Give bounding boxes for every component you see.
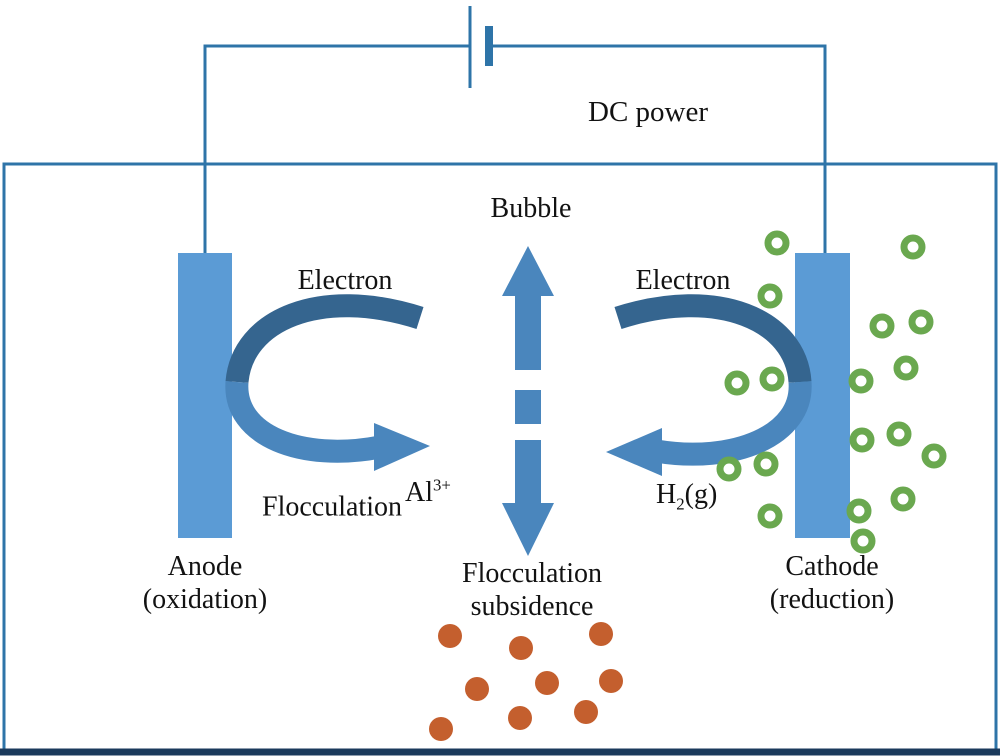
subsidence-line2: subsidence <box>470 591 594 623</box>
electron-arrow-right-lower <box>654 381 812 466</box>
anode-label: Anode (oxidation) <box>105 550 305 616</box>
gas-bubble <box>869 313 895 339</box>
floc-particle <box>509 636 533 660</box>
gas-bubble <box>848 368 874 394</box>
gas-bubble <box>900 234 926 260</box>
dc-power-label: DC power <box>588 96 709 128</box>
flocculation-subsidence-label: Flocculation subsidence <box>417 557 647 623</box>
gas-bubble <box>849 427 875 453</box>
h-symbol: H <box>656 479 677 510</box>
subsidence-down-arrow <box>502 440 554 556</box>
gas-bubble <box>764 230 790 256</box>
gas-bubble <box>921 443 947 469</box>
arrow-mid-segment <box>515 390 541 424</box>
anode-reaction: (oxidation) <box>142 584 268 616</box>
gas-bubble <box>757 503 783 529</box>
bubble-label: Bubble <box>490 193 572 224</box>
cathode-reaction: (reduction) <box>769 584 895 616</box>
al-charge: 3+ <box>432 476 451 495</box>
gas-bubble <box>716 456 742 482</box>
hydrogen-gas-label: H2(g) <box>656 479 717 514</box>
subsidence-line1: Flocculation <box>462 558 602 589</box>
h-gas-suffix: (g) <box>684 479 718 510</box>
gas-bubble <box>893 355 919 381</box>
floc-particle <box>599 669 623 693</box>
floc-particle <box>508 706 532 730</box>
anode-electrode <box>178 253 232 538</box>
al-symbol: Al <box>404 477 433 509</box>
gas-bubble <box>724 370 750 396</box>
floc-particle <box>438 624 462 648</box>
floc-particle <box>574 700 598 724</box>
electron-arrow-left-lower <box>225 381 383 463</box>
gas-bubble <box>850 528 876 554</box>
gas-bubble <box>759 366 785 392</box>
gas-bubble <box>757 283 783 309</box>
flocs-group <box>429 622 623 741</box>
flocculation-text: Flocculation <box>262 491 402 523</box>
floc-particle <box>589 622 613 646</box>
floc-particle <box>535 671 559 695</box>
gas-bubble <box>890 486 916 512</box>
electron-arrow-left-head <box>374 423 430 471</box>
gas-bubble <box>886 421 912 447</box>
gas-bubble <box>846 498 872 524</box>
electron-arrow-right-head <box>606 428 662 476</box>
bubble-up-arrow <box>502 246 554 370</box>
cathode-label: Cathode (reduction) <box>732 550 932 616</box>
gas-bubble <box>753 451 779 477</box>
aluminium-ion-text: Al3+ <box>404 476 451 509</box>
wire-left <box>203 44 469 256</box>
cathode-name: Cathode <box>785 551 879 582</box>
electron-label-right: Electron <box>635 265 731 296</box>
h-subscript: 2 <box>676 494 685 514</box>
wire-right <box>489 44 827 256</box>
floc-particle <box>429 717 453 741</box>
electron-arrow-left-upper <box>225 294 424 384</box>
electron-arrow-right-upper <box>614 294 812 384</box>
gas-bubble <box>908 309 934 335</box>
electron-label-left: Electron <box>297 265 393 296</box>
bubbles-group <box>716 230 947 554</box>
anode-name: Anode <box>167 551 243 582</box>
floc-particle <box>465 677 489 701</box>
